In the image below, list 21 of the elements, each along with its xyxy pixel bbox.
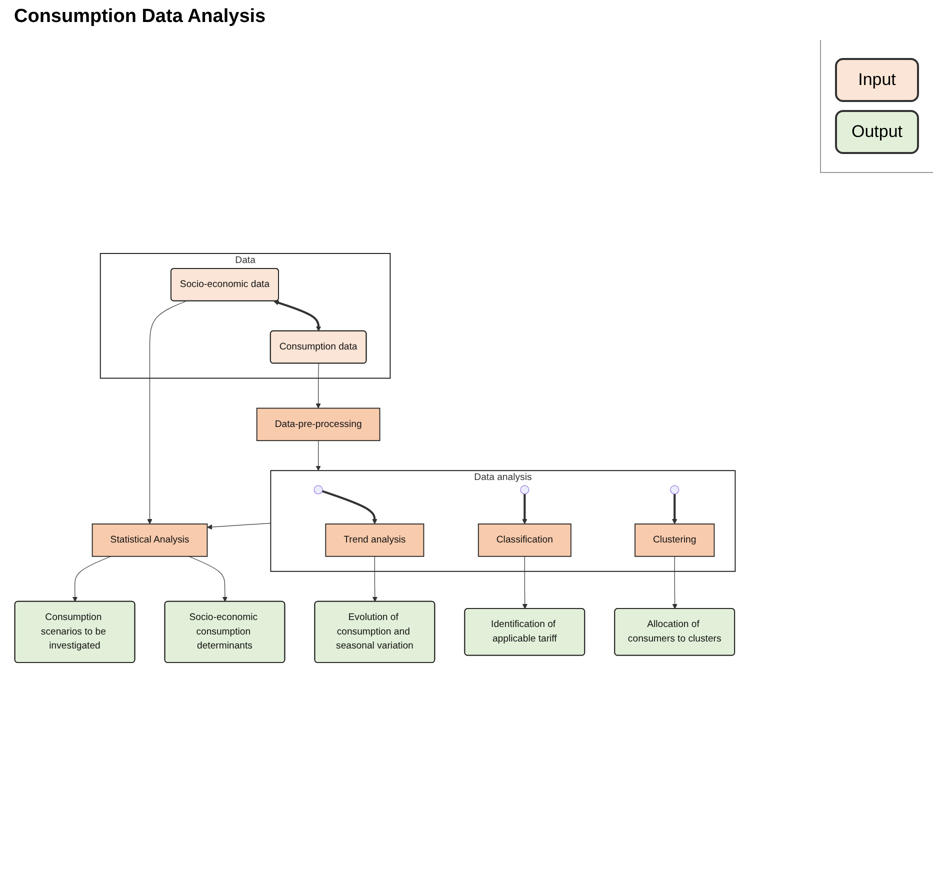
arrow [147,300,186,524]
arrow [322,490,378,524]
legend-swatch: Input [835,58,919,102]
arrow [672,494,678,524]
arrow [274,300,322,332]
node-box: Data-pre-processing [256,408,380,442]
arrow [206,522,271,530]
legend-swatch: Output [835,110,919,154]
diagram-title: Consumption Data Analysis [14,6,266,28]
arrow [316,363,321,408]
arrow [372,556,378,602]
node-box: Classification [478,524,572,557]
arrow [522,494,528,524]
node-box: Statistical Analysis [92,524,208,557]
arrow [522,556,528,610]
arrow [316,440,321,471]
arrow [672,556,678,610]
arrow [188,556,228,602]
arrow [72,556,112,602]
node-box: Clustering [634,524,715,557]
node-box: Trend analysis [325,524,424,557]
